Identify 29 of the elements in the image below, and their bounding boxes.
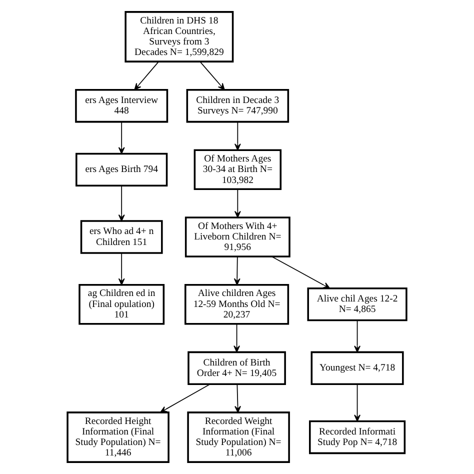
node-box: Recorded Informati Study Pop N= 4,718 — [309, 420, 406, 454]
arrow — [134, 61, 160, 90]
node-box: Of Mothers With 4+ Liveborn Children N= 91,956 — [184, 216, 290, 258]
arrow — [118, 185, 125, 222]
node-box: Children of Birth Order 4+ N= 19,405 — [188, 351, 286, 385]
node-box: Recorded Weight Information (Final Study Population) N= 11,006 — [187, 412, 290, 463]
arrow — [118, 252, 125, 286]
arrow — [160, 384, 211, 413]
node-box: Recorded Height Information (Final Study Population) N= 11,446 — [66, 412, 170, 463]
arrow — [234, 188, 241, 218]
node-box: Alive children Ages 12-59 Months Old N= 20,237 — [184, 284, 290, 325]
node-box: Of Mothers Ages 30-34 at Birth N= 103,982 — [194, 149, 282, 190]
arrow — [234, 256, 240, 286]
arrow — [234, 122, 241, 151]
arrow — [271, 256, 330, 289]
arrow — [234, 323, 240, 352]
node-box: ag Children ed in (Final opulation) 101 — [78, 284, 165, 325]
arrow — [234, 384, 241, 413]
node-box: Children in DHS 18 African Countries, Surveys from 3 Decades N= 1,599,829 — [124, 11, 234, 62]
node-box: ers Ages Birth 794 — [76, 152, 168, 186]
arrow — [118, 122, 125, 154]
arrow — [354, 384, 361, 422]
node-box: Youngest N= 4,718 — [310, 351, 404, 385]
node-box: ers Who ad 4+ n Children 151 — [80, 220, 163, 254]
node-box: Alive chil Ages 12-2 N= 4,865 — [307, 288, 408, 322]
arrow — [200, 61, 225, 90]
node-box: Children in Decade 3 Surveys N= 747,990 — [186, 89, 290, 123]
arrow — [354, 320, 361, 353]
node-box: ers Ages Interview 448 — [75, 89, 168, 123]
